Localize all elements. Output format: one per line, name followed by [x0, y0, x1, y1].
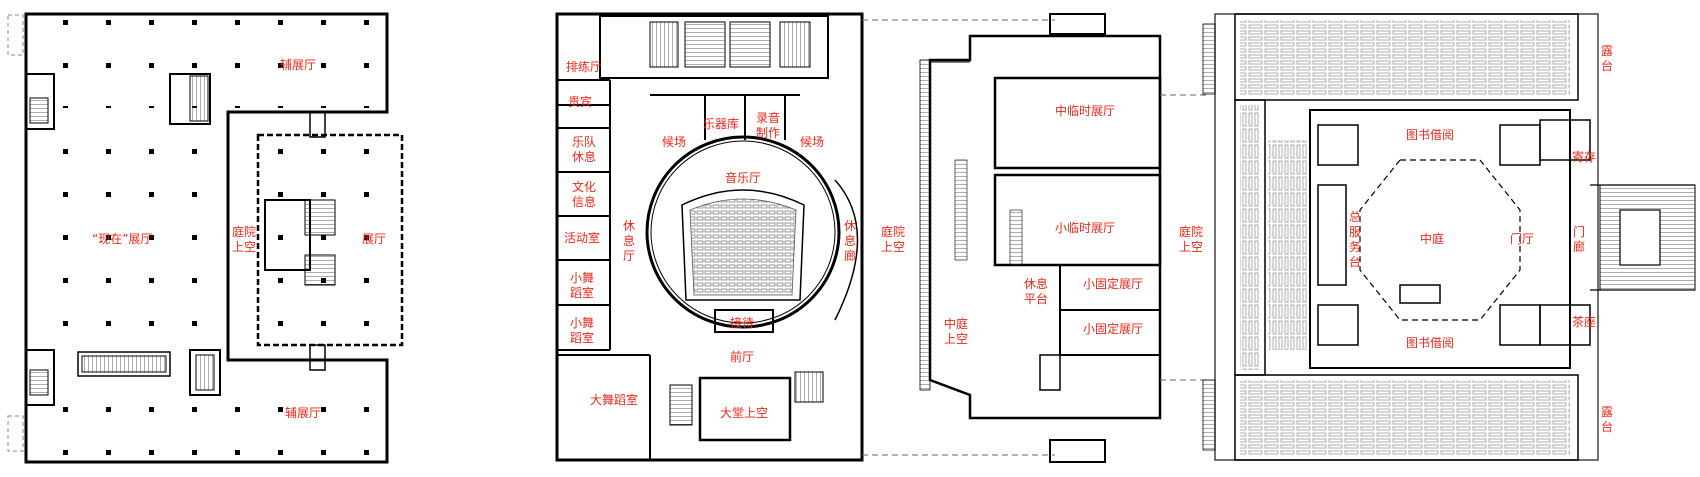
label-band-lounge: 乐队休息 [571, 135, 596, 164]
label-small-dance-1: 小舞蹈室 [569, 271, 594, 300]
label-rehearsal: 排练厅 [566, 60, 603, 74]
label-aux-hall-bottom: 辅展厅 [285, 406, 322, 420]
label-culture-info: 文化信息 [571, 180, 596, 209]
label-small-temp: 小临时展厅 [1055, 221, 1116, 235]
label-exhibition-hall: 展厅 [362, 232, 387, 246]
label-recording: 录音制作 [755, 111, 780, 140]
label-gate-corridor: 门廊 [1572, 225, 1585, 254]
label-waiting-left: 候场 [662, 135, 687, 149]
label-small-fixed-1: 小固定展厅 [1083, 277, 1144, 291]
label-waiting-right: 候场 [800, 135, 825, 149]
label-atrium: 中庭 [1420, 232, 1445, 246]
label-aux-hall-top: 辅展厅 [280, 58, 317, 72]
plan-right [1202, 13, 1696, 461]
label-now-hall: “现在”展厅 [92, 232, 153, 246]
plan-middle [555, 12, 1055, 462]
label-small-fixed-2: 小固定展厅 [1083, 322, 1144, 336]
label-concert-hall: 音乐厅 [725, 171, 762, 185]
plan-left [7, 12, 404, 464]
label-lending-top: 图书借阅 [1406, 128, 1455, 142]
label-entrance-hall: 门厅 [1510, 232, 1535, 246]
label-rest-corridor: 休息廊 [843, 219, 856, 263]
label-lobby-void: 大堂上空 [720, 406, 769, 420]
label-lounge-hall: 休息厅 [622, 219, 635, 263]
label-tea: 茶座 [1572, 315, 1597, 329]
label-terrace-top: 露台 [1600, 44, 1613, 73]
label-big-dance: 大舞蹈室 [590, 393, 639, 407]
label-medium-temp: 中临时展厅 [1055, 104, 1116, 118]
label-activity-room: 活动室 [564, 231, 601, 245]
label-instrument-store: 乐器库 [703, 117, 740, 131]
label-left-courtyard-void: 庭院上空 [231, 225, 256, 254]
label-storage: 寄存 [1572, 150, 1597, 164]
label-lending-bottom: 图书借阅 [1406, 336, 1455, 350]
label-small-dance-2: 小舞蹈室 [569, 316, 594, 345]
label-rest-platform: 休息平台 [1023, 277, 1048, 306]
plan-third [919, 13, 1208, 463]
label-reception: 接待 [730, 316, 755, 330]
label-atrium-void: 中庭上空 [943, 317, 968, 346]
label-terrace-bottom: 露台 [1600, 405, 1613, 434]
label-foyer: 前厅 [730, 350, 755, 364]
label-middle-courtyard-void: 庭院上空 [880, 225, 905, 254]
label-vip: 贵宾 [568, 95, 593, 109]
label-third-courtyard-void: 庭院上空 [1178, 225, 1203, 254]
label-service-desk: 总服务台 [1348, 210, 1361, 269]
